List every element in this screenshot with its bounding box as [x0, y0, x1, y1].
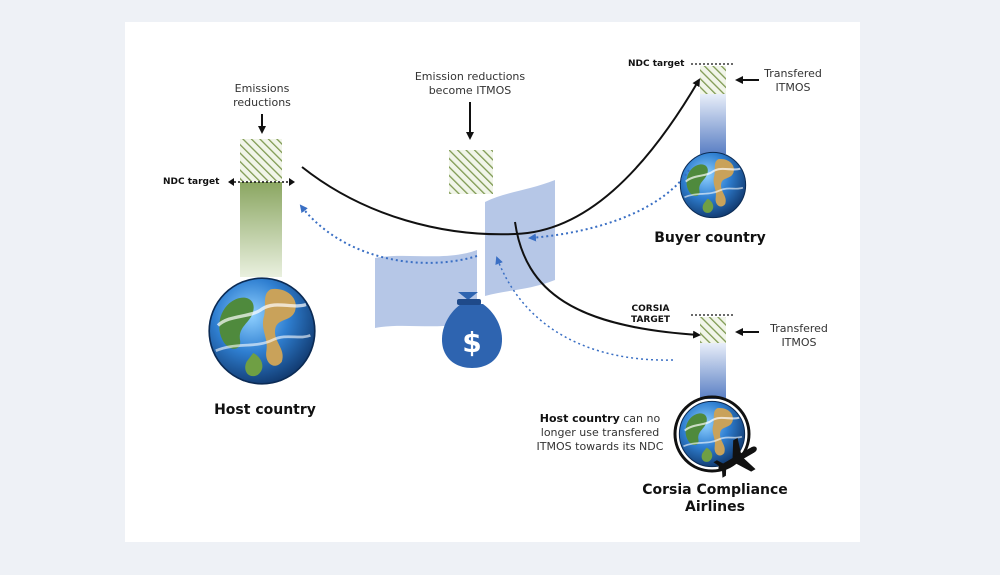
- host-country-label: Host country: [214, 402, 316, 418]
- money-bag-icon: $: [441, 292, 503, 368]
- host-emissions-column: [240, 182, 282, 277]
- corsia-transfered-itmos-label: Transfered ITMOS: [770, 322, 828, 349]
- host-globe-icon: [207, 276, 317, 386]
- host-to-buyer-curve: [301, 78, 701, 236]
- dollar-sign-icon: $: [462, 326, 481, 359]
- emission-reductions-become-itmos-label: Emission reductions become ITMOS: [414, 70, 526, 97]
- itmo-ribbon-left: [375, 250, 477, 328]
- itmo-block: [449, 150, 493, 194]
- host-note-bold: Host country: [539, 412, 620, 425]
- host-note-rest: can no longer use transfered ITMOS towar…: [536, 412, 664, 453]
- corsia-itmo-block: [700, 317, 726, 343]
- return-arrow-corsia: [495, 256, 674, 361]
- host-country-note: Host country can no longer use transfere…: [530, 412, 670, 454]
- host-emissions-reduction-block: [240, 139, 282, 181]
- return-arrow-host: [299, 204, 478, 264]
- buyer-globe-icon: [679, 151, 747, 219]
- airplane-icon: [713, 437, 757, 478]
- corsia-globe-ring: [673, 395, 751, 473]
- host-ndc-target-label: NDC target: [163, 177, 220, 187]
- corsia-target-label: CORSIA TARGET: [631, 304, 671, 325]
- buyer-transfered-itmos-label: Transfered ITMOS: [764, 67, 822, 94]
- return-arrow-buyer: [528, 169, 690, 242]
- buyer-itmo-block: [700, 66, 726, 94]
- buyer-country-label: Buyer country: [654, 230, 766, 246]
- emissions-reductions-label: Emissions reductions: [233, 82, 291, 109]
- host-to-corsia-curve: [514, 221, 701, 339]
- buyer-emissions-column: [700, 94, 726, 154]
- itmo-flow-diagram: $: [207, 63, 759, 478]
- buyer-ndc-target-label: NDC target: [628, 59, 685, 69]
- corsia-emissions-column: [700, 343, 726, 399]
- itmo-ribbon-right: [485, 180, 555, 296]
- diagram-card: $ Emissions reductions NDC t: [125, 22, 860, 542]
- corsia-compliance-airlines-label: Corsia Compliance Airlines: [642, 482, 788, 515]
